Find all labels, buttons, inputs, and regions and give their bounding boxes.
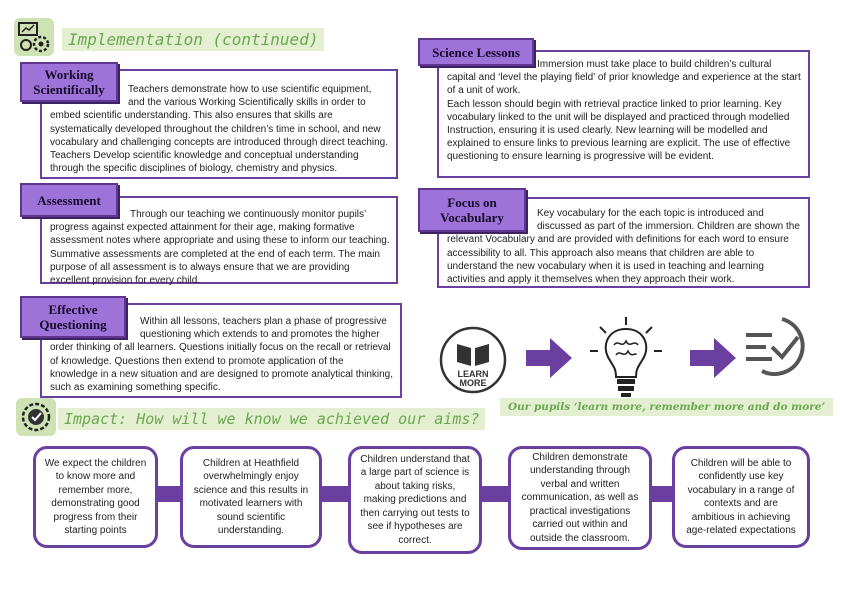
science-lessons-label: Science Lessons [418, 38, 534, 66]
science-lessons-text-1: Immersion must take place to build child… [447, 59, 801, 97]
arrow-right-icon [690, 338, 736, 383]
impact-box-1: We expect the children to know more and … [33, 446, 158, 548]
gear-icon [14, 18, 54, 56]
vocabulary-text: Key vocabulary for the each topic is int… [447, 208, 800, 286]
vocabulary-label: Focus on Vocabulary [418, 188, 526, 232]
science-lessons-text-2: Each lesson should begin with retrieval … [447, 98, 791, 163]
working-scientifically-label: Working Scientifically [20, 62, 118, 102]
lightbulb-brain-icon [586, 315, 666, 399]
arrow-right-icon [526, 338, 572, 383]
impact-box-5: Children will be able to confidently use… [672, 446, 810, 548]
connector [482, 486, 508, 502]
connector [158, 486, 180, 502]
effective-questioning-box: Within all lessons, teachers plan a phas… [40, 303, 402, 398]
impact-box-4: Children demonstrate understanding throu… [508, 446, 652, 550]
pupils-caption: Our pupils ‘learn more, remember more an… [500, 398, 834, 416]
connector [652, 486, 672, 502]
impact-box-3: Children understand that a large part of… [348, 446, 482, 554]
implementation-heading: Implementation (continued) [62, 28, 325, 51]
impact-heading: Impact: How will we know we achieved our… [58, 408, 486, 430]
science-lessons-box: Immersion must take place to build child… [437, 50, 810, 178]
learn-more-icon: LEARN MORE [439, 326, 507, 394]
impact-box-2: Children at Heathfield overwhelmingly en… [180, 446, 322, 548]
assessment-label: Assessment [20, 183, 118, 217]
assessment-text: Through our teaching we continuously mon… [50, 209, 390, 287]
effective-questioning-text: Within all lessons, teachers plan a phas… [50, 316, 393, 394]
working-scientifically-text: Teachers demonstrate how to use scientif… [50, 84, 388, 175]
effective-questioning-label: Effective Questioning [20, 296, 126, 338]
learn-more-text: LEARN MORE [457, 369, 489, 388]
target-check-icon [16, 398, 56, 436]
connector [322, 486, 348, 502]
checklist-icon [742, 313, 814, 381]
